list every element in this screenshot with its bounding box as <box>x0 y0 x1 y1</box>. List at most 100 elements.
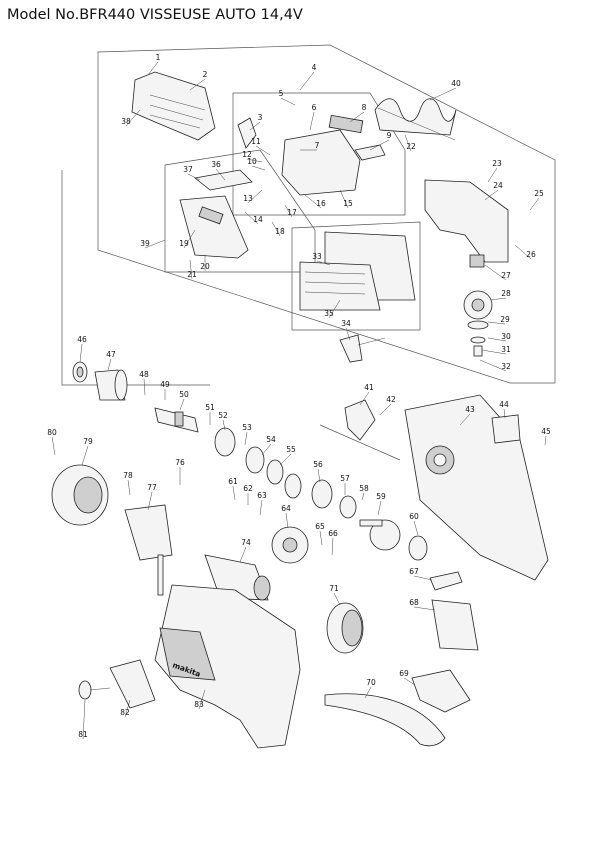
stopper-plate-part <box>237 117 257 149</box>
part-number-label: 2 <box>203 70 208 79</box>
part-number-label: 74 <box>241 538 251 547</box>
part-number-label: 52 <box>218 411 228 420</box>
part-number-labels: 1234567891011121314151617181920212223242… <box>47 53 551 740</box>
trigger-67-part <box>429 571 463 591</box>
part-number-label: 53 <box>242 423 252 432</box>
leader-line-66 <box>331 537 334 556</box>
part-number-label: 45 <box>541 427 551 436</box>
part-number-label: 47 <box>106 350 116 359</box>
part-number-label: 63 <box>257 491 267 500</box>
battery-terminal-69-part <box>411 669 471 713</box>
part-number-label: 54 <box>266 435 276 444</box>
leader-line-31 <box>481 349 507 355</box>
part-number-label: 41 <box>364 383 374 392</box>
cover-case-part <box>299 231 416 311</box>
cover-subassembly-frame <box>291 221 421 331</box>
leader-line-38 <box>125 109 141 127</box>
leader-line-50 <box>179 398 185 411</box>
part-number-label: 80 <box>47 428 57 437</box>
part-number-label: 35 <box>324 309 334 318</box>
part-number-label: 4 <box>312 63 317 72</box>
part-number-label: 12 <box>242 150 252 159</box>
leader-line-27 <box>484 264 507 281</box>
leader-line-58 <box>361 492 365 501</box>
part-number-label: 56 <box>313 460 323 469</box>
leader-line-23 <box>487 167 498 183</box>
part-number-label: 59 <box>376 492 386 501</box>
screw-81-part <box>78 680 111 700</box>
part-number-label: 13 <box>243 194 253 203</box>
part-number-label: 31 <box>501 345 511 354</box>
part-number-label: 70 <box>366 678 376 687</box>
part-number-label: 38 <box>121 117 131 126</box>
part-number-label: 49 <box>160 380 170 389</box>
part-number-label: 30 <box>501 332 511 341</box>
part-number-label: 57 <box>340 474 350 483</box>
leader-line-10 <box>251 165 266 171</box>
part-number-label: 25 <box>534 189 544 198</box>
feeder-body-part <box>281 114 386 196</box>
part-number-label: 27 <box>501 271 511 280</box>
leader-line-77 <box>147 491 153 511</box>
leader-line-35 <box>328 299 341 319</box>
part-number-label: 28 <box>501 289 511 298</box>
leader-line-44 <box>503 408 506 419</box>
leader-line-52 <box>222 419 226 431</box>
part-number-label: 44 <box>499 400 509 409</box>
leader-line-11 <box>255 145 271 156</box>
leader-line-16 <box>304 194 322 209</box>
part-number-label: 79 <box>83 437 93 446</box>
label-44-part <box>491 414 521 444</box>
leader-line-78 <box>127 479 131 496</box>
part-number-label: 77 <box>147 483 157 492</box>
part-number-label: 55 <box>286 445 296 454</box>
leader-line-67 <box>413 575 433 581</box>
part-number-label: 62 <box>243 484 253 493</box>
part-number-label: 40 <box>451 79 461 88</box>
part-number-label: 83 <box>194 700 204 709</box>
leader-line-43 <box>459 413 471 426</box>
part-number-label: 81 <box>78 730 88 739</box>
part-number-label: 39 <box>140 239 150 248</box>
front-drive-frame <box>61 170 210 386</box>
leader-line-4 <box>299 71 315 91</box>
part-number-label: 42 <box>386 395 396 404</box>
upper-assembly-frame <box>97 44 556 384</box>
part-number-label: 3 <box>258 113 263 122</box>
page-title: Model No.BFR440 VISSEUSE AUTO 14,4V <box>7 7 303 23</box>
part-number-label: 10 <box>247 157 257 166</box>
leader-line-30 <box>487 337 507 342</box>
leader-line-24 <box>484 189 499 201</box>
leader-line-69 <box>403 677 416 686</box>
bearing-60-part <box>408 535 428 561</box>
leader-line-29 <box>487 321 506 325</box>
part-number-label: 51 <box>205 403 215 412</box>
leader-line-48 <box>143 378 146 396</box>
bracket-41-part <box>344 399 376 441</box>
leader-line-80 <box>51 436 56 456</box>
part-number-label: 82 <box>120 708 130 717</box>
leader-line-46 <box>79 343 83 363</box>
leader-line-34 <box>345 327 351 341</box>
part-number-label: 69 <box>399 669 409 678</box>
leader-line-32 <box>479 359 507 372</box>
part-number-label: 23 <box>492 159 502 168</box>
leader-line-81 <box>82 699 86 740</box>
leader-line-26 <box>514 244 532 260</box>
part-number-label: 9 <box>387 131 392 140</box>
leader-line-65 <box>319 530 323 546</box>
leader-line-25 <box>529 197 540 211</box>
leader-line-53 <box>244 431 248 446</box>
leader-line-14 <box>244 211 259 225</box>
leader-line-82 <box>124 699 131 718</box>
leader-line-74 <box>239 546 247 563</box>
leader-line-9 <box>369 139 390 151</box>
leader-line-64 <box>285 512 289 529</box>
leader-line-45 <box>544 435 547 446</box>
part-number-label: 34 <box>341 319 351 328</box>
part-number-label: 5 <box>279 89 284 98</box>
part-number-label: 6 <box>312 103 317 112</box>
leader-line-33 <box>316 260 331 266</box>
leader-line-39 <box>144 239 166 249</box>
spring-coil-part <box>374 98 457 141</box>
